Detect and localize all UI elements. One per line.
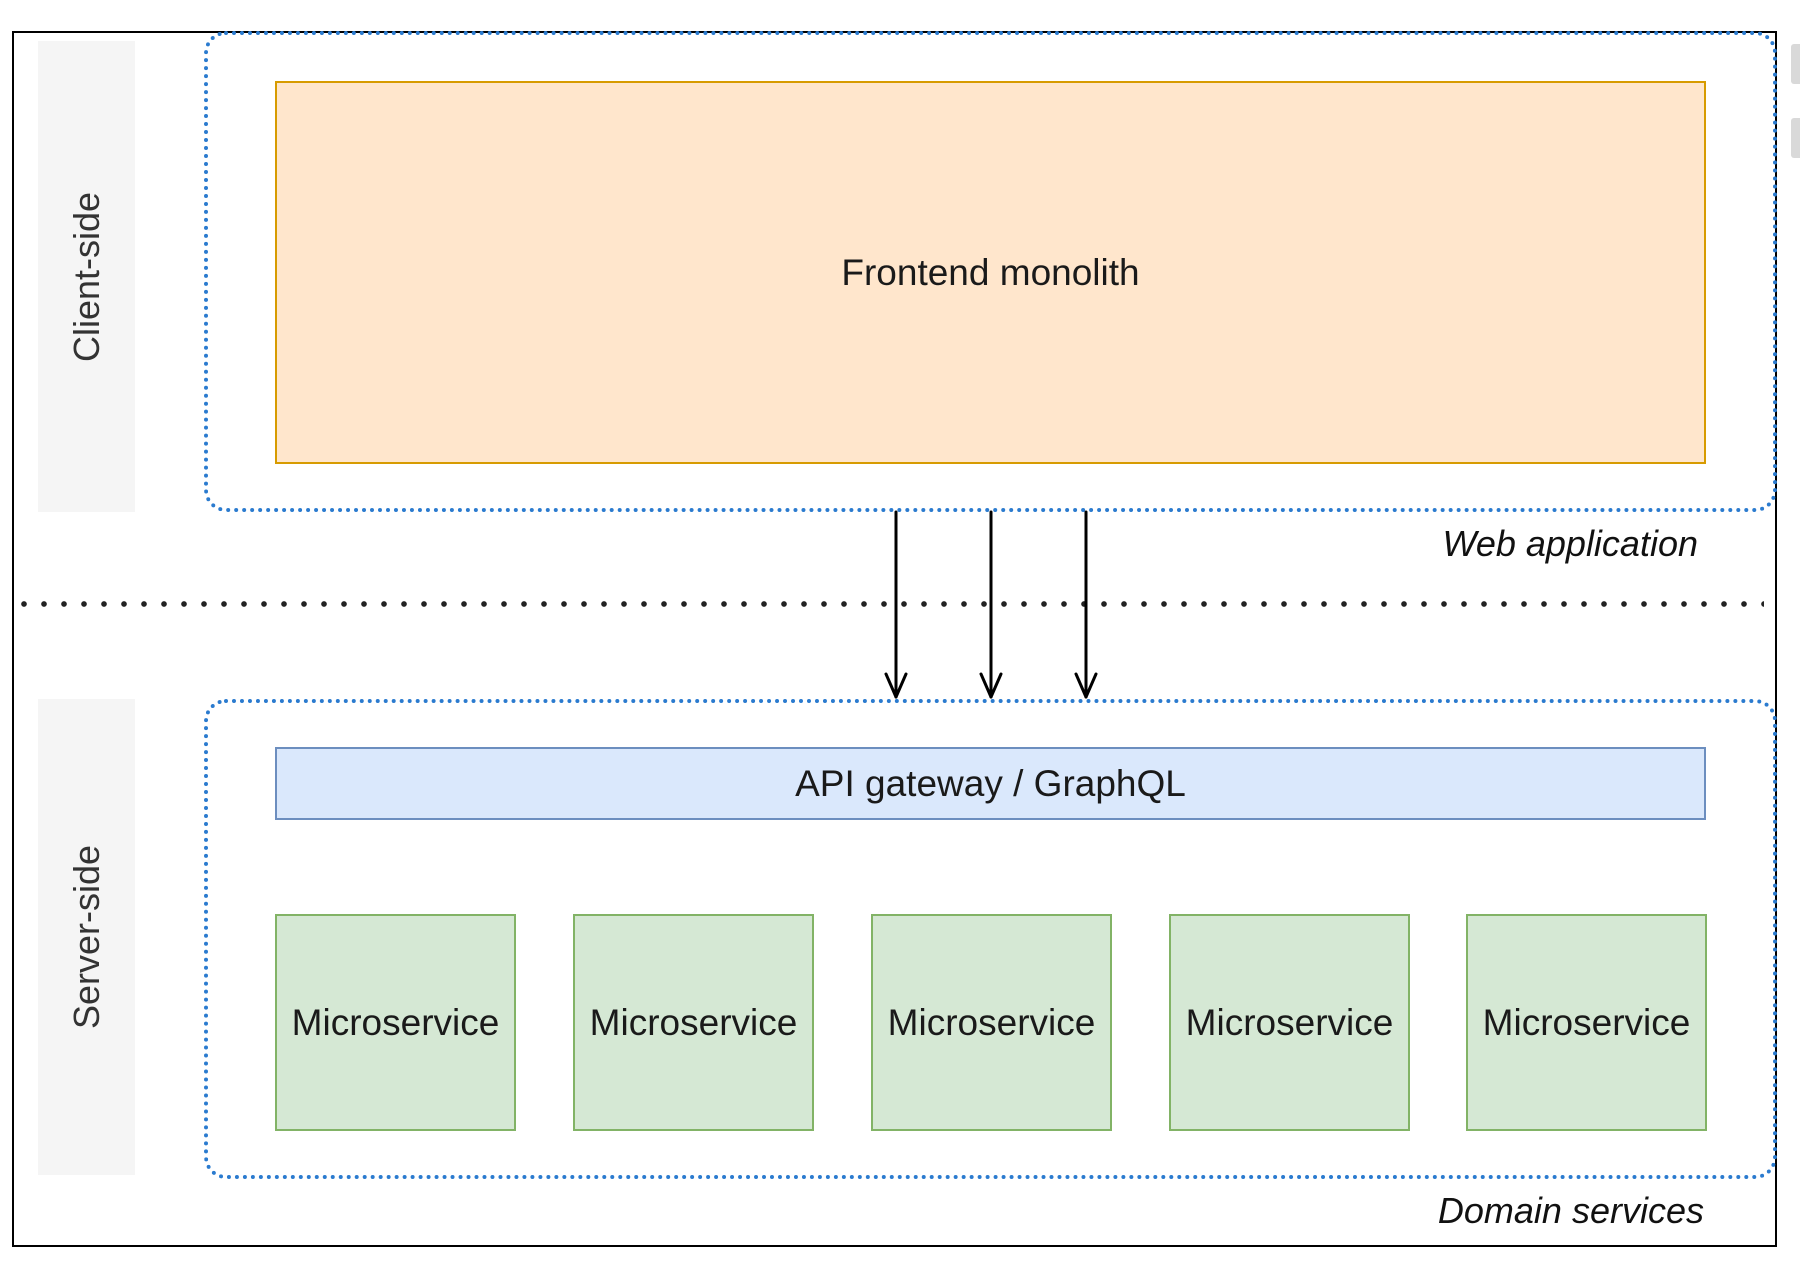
microservice-box[interactable]: Microservice: [275, 914, 516, 1131]
domain-services-group: [204, 699, 1777, 1179]
api-gateway-box[interactable]: API gateway / GraphQL: [275, 747, 1706, 820]
server-side-label: Server-side: [65, 844, 107, 1030]
web-application-group: [204, 31, 1777, 512]
edge-tab: [1791, 44, 1800, 84]
api-gateway-label: API gateway / GraphQL: [795, 762, 1186, 804]
frontend-monolith-box[interactable]: Frontend monolith: [275, 81, 1706, 464]
microservice-box[interactable]: Microservice: [573, 914, 814, 1131]
client-side-label: Client-side: [65, 191, 107, 362]
microservice-label: Microservice: [1482, 1001, 1691, 1043]
frontend-monolith-label: Frontend monolith: [841, 251, 1140, 293]
domain-services-caption: Domain services: [1437, 1190, 1704, 1231]
microservice-box[interactable]: Microservice: [1466, 914, 1707, 1131]
microservice-label: Microservice: [589, 1001, 798, 1043]
web-application-caption: Web application: [1442, 523, 1699, 564]
microservice-box[interactable]: Microservice: [1169, 914, 1410, 1131]
edge-tab: [1791, 118, 1800, 158]
microservice-label: Microservice: [887, 1001, 1096, 1043]
microservice-label: Microservice: [1185, 1001, 1394, 1043]
server-side-lane: Server-side: [38, 699, 135, 1175]
client-side-lane: Client-side: [38, 41, 135, 512]
client-server-divider: [14, 600, 1764, 608]
microservice-box[interactable]: Microservice: [871, 914, 1112, 1131]
microservice-label: Microservice: [291, 1001, 500, 1043]
